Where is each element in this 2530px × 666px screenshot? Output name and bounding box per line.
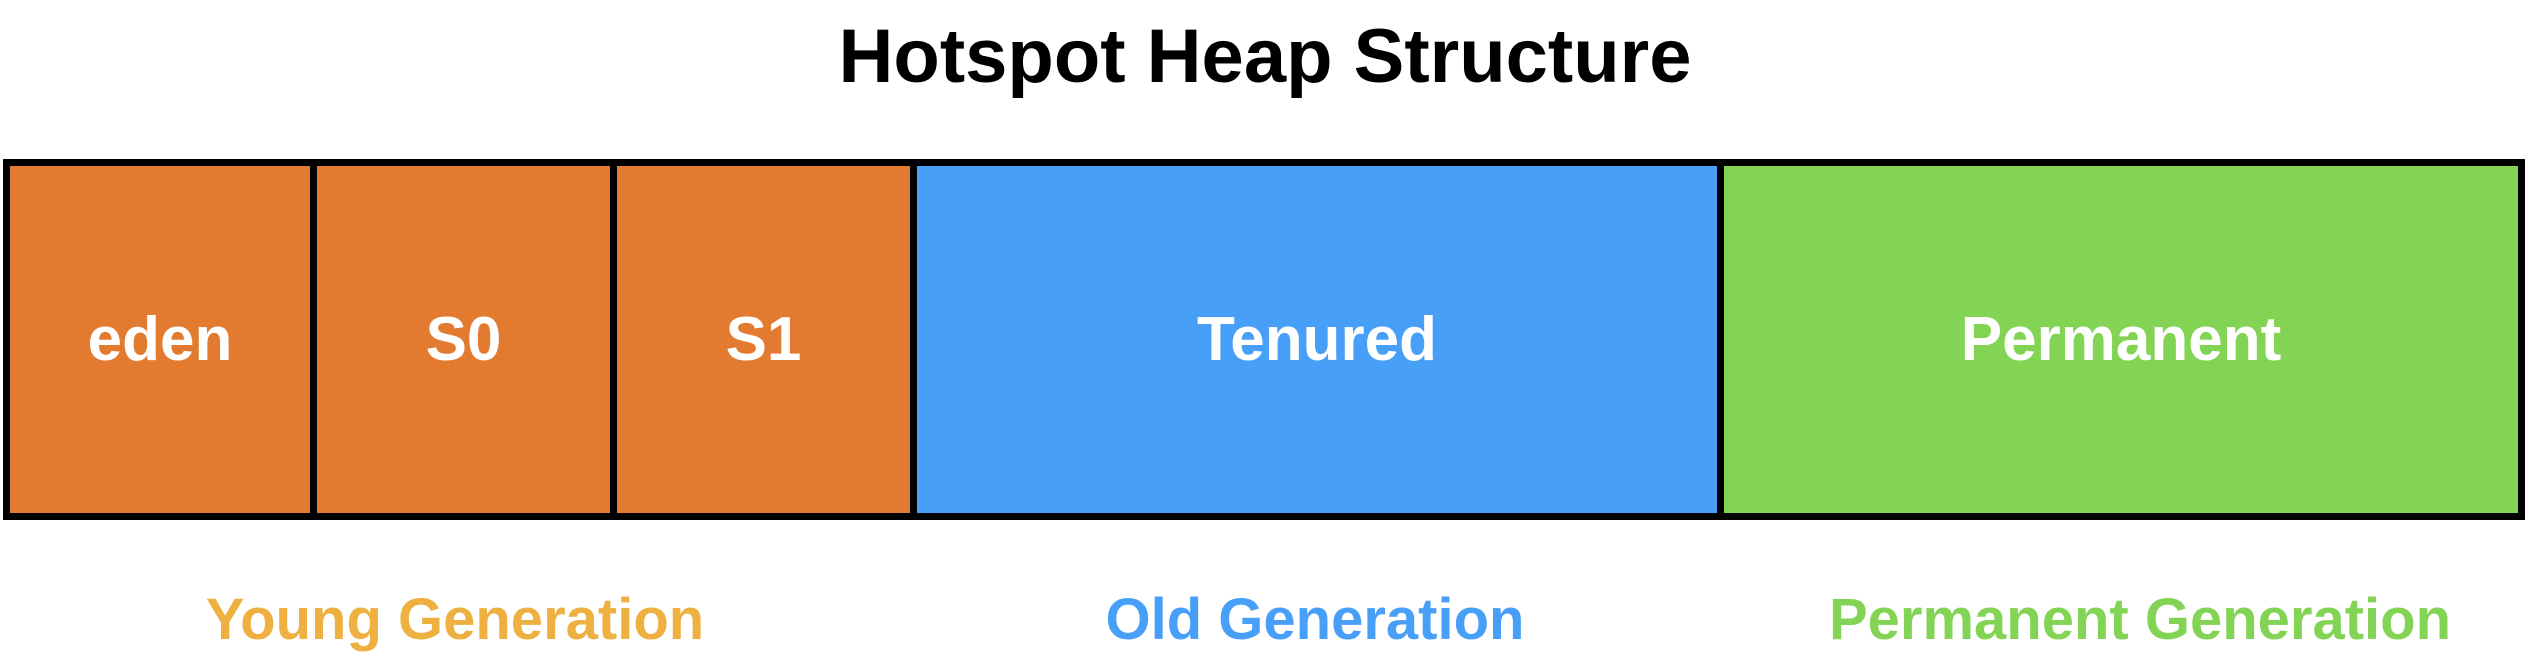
region-tenured: Tenured xyxy=(910,166,1717,513)
old-generation-label: Old Generation xyxy=(1105,587,1525,652)
diagram-title: Hotspot Heap Structure xyxy=(838,14,1692,99)
region-permanent-label: Permanent xyxy=(1960,305,2282,374)
region-permanent: Permanent xyxy=(1717,166,2518,513)
young-generation-label: Young Generation xyxy=(205,587,705,652)
region-eden-label: eden xyxy=(87,305,233,374)
heap-structure-bar: eden S0 S1 Tenured Permanent xyxy=(3,159,2525,520)
region-s0-label: S0 xyxy=(425,305,502,374)
region-tenured-label: Tenured xyxy=(1197,305,1437,374)
region-s1: S1 xyxy=(610,166,910,513)
region-s0: S0 xyxy=(310,166,610,513)
region-s1-label: S1 xyxy=(725,305,802,374)
permanent-generation-label: Permanent Generation xyxy=(1828,587,2452,652)
region-eden: eden xyxy=(10,166,310,513)
